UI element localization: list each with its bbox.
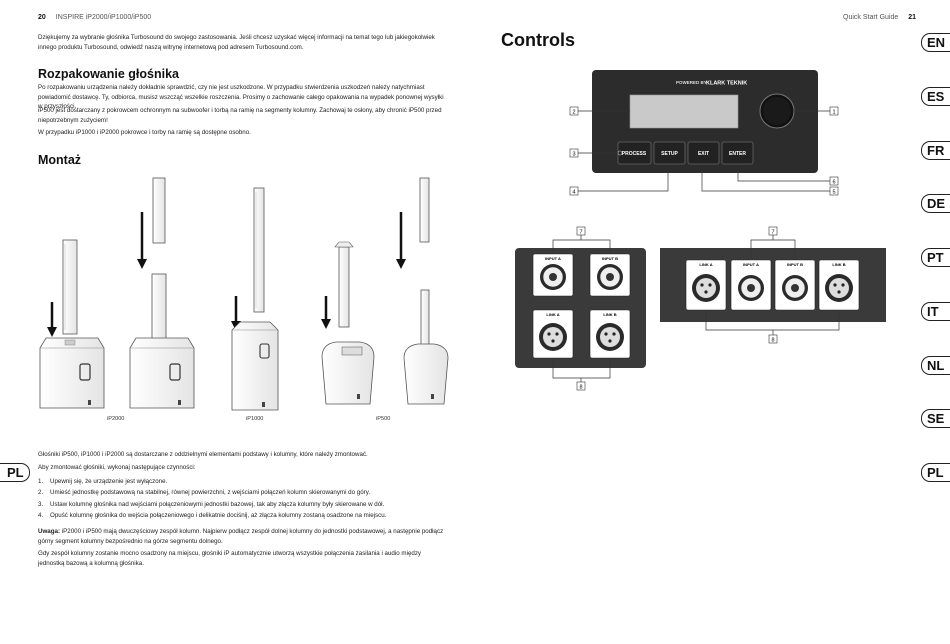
callout-3: 3 (569, 148, 579, 157)
note-label: Uwaga: (38, 528, 61, 535)
callout-8-left: 8 (576, 381, 586, 391)
svg-text:LINK A: LINK A (699, 262, 712, 267)
lcd-display (629, 94, 739, 129)
svg-text:2: 2 (572, 109, 575, 115)
list-item: 4.Opuść kolumnę głośnika do wejścia połą… (38, 512, 387, 520)
process-button: PROCESS (617, 141, 652, 165)
right-header-title: Quick Start Guide (843, 14, 899, 21)
language-tab-pl[interactable]: PL (921, 463, 950, 482)
callout-1: 1 (829, 106, 839, 115)
enter-button-label: ENTER (729, 151, 746, 157)
exit-button-label: EXIT (698, 151, 709, 157)
exit-button: EXIT (687, 141, 720, 165)
ip500-assembly-step-2 (396, 177, 449, 405)
unpacking-paragraph-3: W przypadku iP1000 i iP2000 pokrowce i t… (38, 129, 251, 136)
mounting-paragraph-2: Aby zmontować głośniki, wykonaj następuj… (38, 464, 196, 471)
callout-7-left: 7 (576, 226, 586, 235)
language-tab-en[interactable]: EN (921, 33, 950, 52)
intro-paragraph: Dziękujemy za wybranie głośnika Turbosou… (38, 34, 435, 51)
jack-link-b-left: LINK B (589, 309, 631, 359)
callout-7-right: 7 (768, 226, 778, 235)
language-tab-es[interactable]: ES (921, 87, 950, 106)
left-page-header: 20 INSPIRE iP2000/iP1000/iP500 (38, 14, 151, 21)
unpacking-heading: Rozpakowanie głośnika (38, 67, 180, 81)
right-page-header: Quick Start Guide 21 (843, 14, 916, 21)
callout-8-right: 8 (768, 334, 778, 344)
svg-text:8: 8 (579, 384, 582, 390)
setup-button-label: SETUP (661, 151, 678, 157)
svg-text:7: 7 (579, 229, 582, 235)
callout-2: 2 (569, 106, 579, 115)
jack-link-b-right: LINK B (818, 259, 860, 311)
svg-text:INPUT B: INPUT B (787, 262, 803, 267)
speaker-assembly-illustration (39, 177, 449, 411)
list-item: 3.Ustaw kolumnę głośnika nad wejściami p… (38, 500, 385, 508)
language-tab-it[interactable]: IT (921, 302, 950, 321)
jack-input-b-left: INPUT B (589, 253, 631, 297)
setup-button: SETUP (653, 141, 686, 165)
svg-text:INPUT B: INPUT B (602, 256, 618, 261)
mounting-note: Uwaga: iP2000 i iP500 mają dwuczęściowy … (38, 527, 448, 546)
controls-diagram: POWERED BY KLARK TEKNIK PROCESS SETUP EX… (515, 70, 886, 391)
svg-text:4: 4 (572, 189, 575, 195)
jack-link-a-right: LINK A (685, 259, 727, 311)
mounting-paragraph-1: Głośniki iP500, iP1000 i iP2000 są dosta… (38, 451, 368, 458)
language-tab-nl[interactable]: NL (921, 356, 950, 375)
klark-teknik-logo: KLARK TEKNIK (706, 81, 747, 87)
ip2000-assembly-step-1 (39, 239, 105, 409)
caption-ip2000: iP2000 (107, 416, 125, 422)
svg-text:LINK B: LINK B (832, 262, 845, 267)
callout-6: 6 (829, 176, 839, 185)
caption-ip1000: iP1000 (246, 416, 264, 422)
jack-input-a-left: INPUT A (532, 253, 574, 297)
svg-text:LINK B: LINK B (603, 312, 616, 317)
unpacking-paragraph-1: Po rozpakowaniu urządzenia należy dokład… (38, 84, 444, 111)
language-tab-pt[interactable]: PT (921, 248, 950, 267)
left-page-number: 20 (38, 14, 46, 21)
callout-5: 5 (829, 186, 839, 195)
language-tab-se[interactable]: SE (921, 409, 950, 428)
unpacking-paragraph-2: iP500 jest dostarczany z pokrowcem ochro… (38, 107, 442, 124)
ip500-assembly-step-1 (321, 241, 375, 405)
svg-text:8: 8 (771, 337, 774, 343)
svg-text:INPUT A: INPUT A (743, 262, 759, 267)
svg-text:3: 3 (572, 151, 575, 157)
mounting-steps-list: 1.Upewnij się, że urządzenie jest wyłącz… (38, 476, 458, 522)
left-header-title: INSPIRE iP2000/iP1000/iP500 (55, 14, 152, 21)
mounting-heading: Montaż (38, 153, 82, 167)
ip2000-assembly-step-2 (129, 177, 195, 409)
language-tab-fr[interactable]: FR (921, 141, 950, 160)
controls-heading: Controls (501, 30, 575, 50)
svg-text:1: 1 (832, 109, 835, 115)
svg-text:LINK A: LINK A (546, 312, 559, 317)
list-item: 1.Upewnij się, że urządzenie jest wyłącz… (38, 478, 168, 485)
jack-link-a-left: LINK A (532, 309, 574, 359)
enter-button: ENTER (721, 141, 754, 165)
caption-ip500: iP500 (376, 416, 391, 422)
svg-text:7: 7 (771, 229, 774, 235)
right-page-number: 21 (908, 14, 917, 21)
callout-4: 4 (569, 186, 579, 195)
svg-text:6: 6 (832, 179, 835, 185)
svg-text:5: 5 (832, 189, 835, 195)
powered-by-label: POWERED BY (676, 80, 707, 85)
note-text: iP2000 i iP500 mają dwuczęściowy zespół … (38, 528, 444, 545)
svg-text:INPUT A: INPUT A (545, 256, 561, 261)
list-item: 2.Umieść jednostkę podstawową na stabiln… (38, 489, 371, 497)
language-tab-de[interactable]: DE (921, 194, 950, 213)
process-button-label: PROCESS (622, 151, 647, 157)
jack-input-a-right: INPUT A (730, 259, 772, 311)
mounting-paragraph-3: Gdy zespół kolumny zostanie mocno osadzo… (38, 550, 422, 567)
left-language-tab[interactable]: PL (0, 463, 30, 482)
ip1000-assembly (231, 187, 279, 411)
jack-input-b-right: INPUT B (774, 259, 816, 311)
